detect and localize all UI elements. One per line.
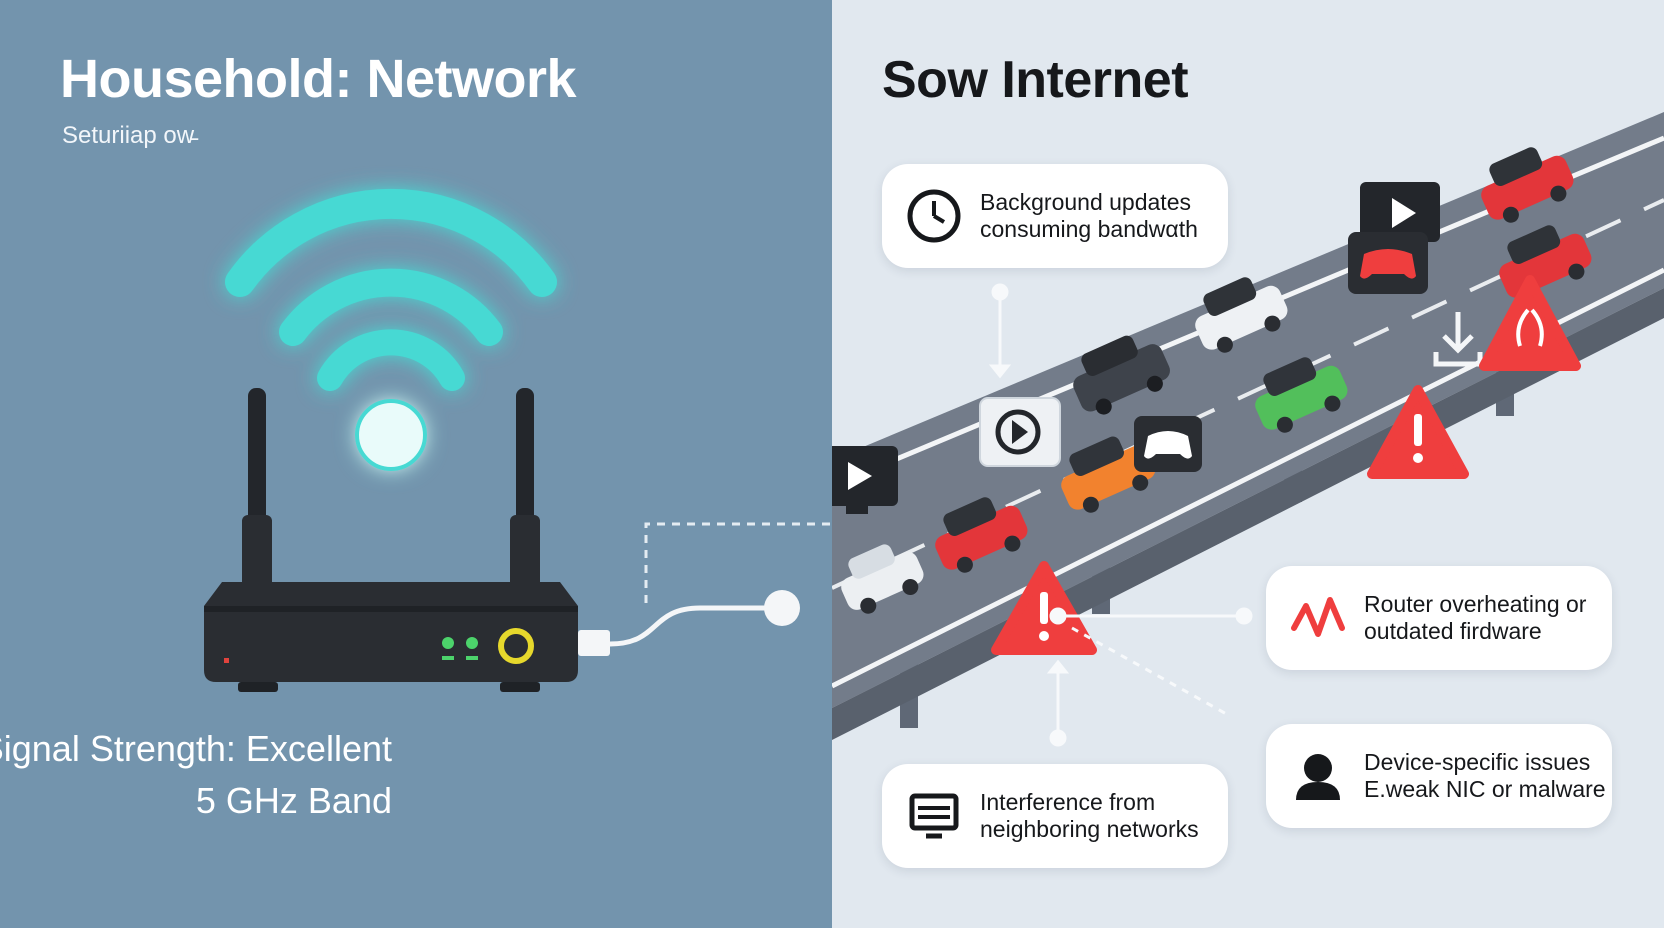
callout-device-issues: Device-specific issues E.weak NIC or mal… (1266, 724, 1612, 828)
callout-label: Router overheating or outdated firdware (1364, 591, 1587, 644)
callout-label: Device-specific issues E.weak NIC or mal… (1364, 749, 1606, 802)
router-illustration (204, 188, 830, 692)
car-dark (1073, 335, 1170, 415)
callout-interference: Interference from neighboring networks (882, 764, 1228, 868)
warning-icon (991, 561, 1097, 655)
callout-router-overheating: Router overheating or outdated firdware (1266, 566, 1612, 670)
slow-internet-title: Sow Internet (882, 51, 1189, 109)
connector-lines (988, 283, 1253, 747)
household-network-subtitle: Seturiiap ow̵ (62, 122, 195, 149)
overheat-warning-icon (1479, 275, 1581, 371)
highway-road (832, 112, 1664, 708)
car-silver (1195, 277, 1288, 353)
wifi-icon (225, 188, 557, 471)
car-red (1481, 147, 1574, 223)
gamepad-icon (1134, 416, 1202, 472)
wave-icon (1288, 588, 1348, 648)
video-play-icon (832, 446, 898, 514)
callout-background-updates: Background updates consuming bandwαth (882, 164, 1228, 268)
power-button-icon (498, 628, 534, 664)
cable-plug (578, 630, 610, 656)
download-icon (1433, 312, 1483, 367)
car-white (841, 544, 924, 614)
status-led (442, 637, 454, 649)
dashed-connector (644, 522, 830, 603)
callout-label: Interference from neighboring networks (980, 789, 1199, 842)
car-green (1255, 357, 1348, 433)
household-network-title: Household: Network (60, 49, 577, 109)
status-led (466, 637, 478, 649)
router-icon (204, 582, 578, 692)
gamepad-icon (1348, 232, 1428, 294)
car-red (935, 497, 1028, 573)
monitor-icon (904, 786, 964, 846)
traffic-highway-illustration (832, 112, 1664, 747)
warning-icon (1367, 385, 1469, 479)
car-orange (1061, 436, 1156, 513)
clock-icon (904, 186, 964, 246)
household-network-panel (0, 0, 832, 928)
callout-label: Background updates consuming bandwαth (980, 189, 1198, 242)
person-icon (1288, 746, 1348, 806)
stream-play-icon (979, 397, 1061, 467)
network-cable (609, 605, 770, 647)
